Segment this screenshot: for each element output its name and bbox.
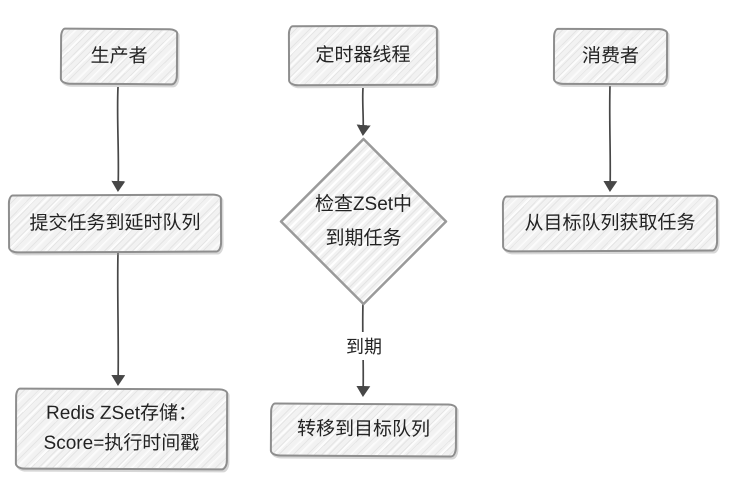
node-consumer: 消费者 [552,27,669,86]
edge-label-expired: 到期 [340,332,388,360]
node-submit-task: 提交任务到延时队列 [7,193,223,254]
arrow-submit-to-redis [111,252,126,386]
node-redis-store-line2: Score=执行时间戳 [43,432,200,455]
node-check-zset-shape [279,137,448,306]
node-producer: 生产者 [59,27,179,86]
node-timer-thread-label: 定时器线程 [315,44,411,66]
node-fetch-task-label: 从目标队列获取任务 [524,212,696,234]
node-redis-store-line1: Redis ZSet存储： [46,402,198,425]
arrow-consumer-to-fetch [603,85,618,192]
node-transfer-label: 转移到目标队列 [296,418,431,441]
node-consumer-label: 消费者 [581,45,640,67]
node-producer-label: 生产者 [90,45,148,67]
node-submit-task-label: 提交任务到延时队列 [29,212,201,234]
node-redis-store: Redis ZSet存储： Score=执行时间戳 [14,387,229,471]
node-transfer: 转移到目标队列 [269,402,458,458]
diamond-check-zset [279,137,448,306]
node-fetch-task: 从目标队列获取任务 [501,194,719,253]
arrow-producer-to-submit [111,86,126,192]
arrow-timer-to-check [356,87,371,136]
node-timer-thread: 定时器线程 [287,24,439,87]
